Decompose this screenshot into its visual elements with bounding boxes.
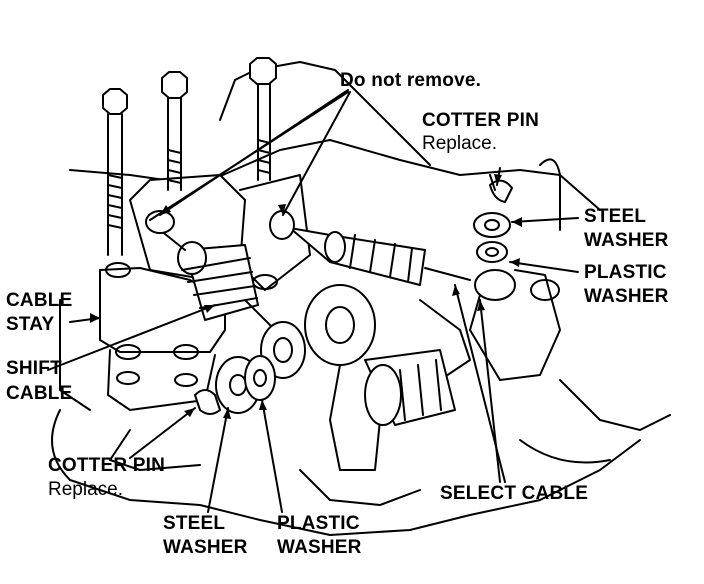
bolts [102, 57, 277, 256]
replace-top-label: Replace. [422, 133, 497, 154]
cotter-pin-top-label: COTTER PIN [422, 110, 540, 131]
steel-washer-right-label-line2: WASHER [584, 230, 669, 251]
steel-washer-bottom-label-line2: WASHER [163, 537, 248, 558]
arrowheads [90, 174, 522, 419]
steel-washer-bottom-label-line1: STEEL [163, 513, 226, 534]
cotter-pin-bottom-label: COTTER PIN [48, 455, 166, 476]
cable-stay-label-line1: CABLE [6, 290, 73, 311]
cable-stay-label-line2: STAY [6, 314, 55, 335]
replace-bottom-label: Replace. [48, 479, 123, 500]
plastic-washer-right-label-line1: PLASTIC [584, 262, 667, 283]
cable-ends [260, 269, 561, 471]
shift-cable-boot [145, 210, 276, 331]
do-not-remove-label: Do not remove. [340, 70, 482, 91]
steel-washer-right-label-line1: STEEL [584, 206, 647, 227]
shift-cable-label-line2: CABLE [6, 383, 73, 404]
plastic-washer-bottom-label-line1: PLASTIC [277, 513, 360, 534]
shift-cable-label-line1: SHIFT [6, 358, 62, 379]
transmission-housing [51, 61, 671, 536]
select-cable-label: SELECT CABLE [440, 483, 589, 504]
plastic-washer-right-label-line2: WASHER [584, 286, 669, 307]
washers [215, 212, 511, 414]
plastic-washer-bottom-label-line2: WASHER [277, 537, 362, 558]
select-cable-boot [269, 210, 471, 286]
